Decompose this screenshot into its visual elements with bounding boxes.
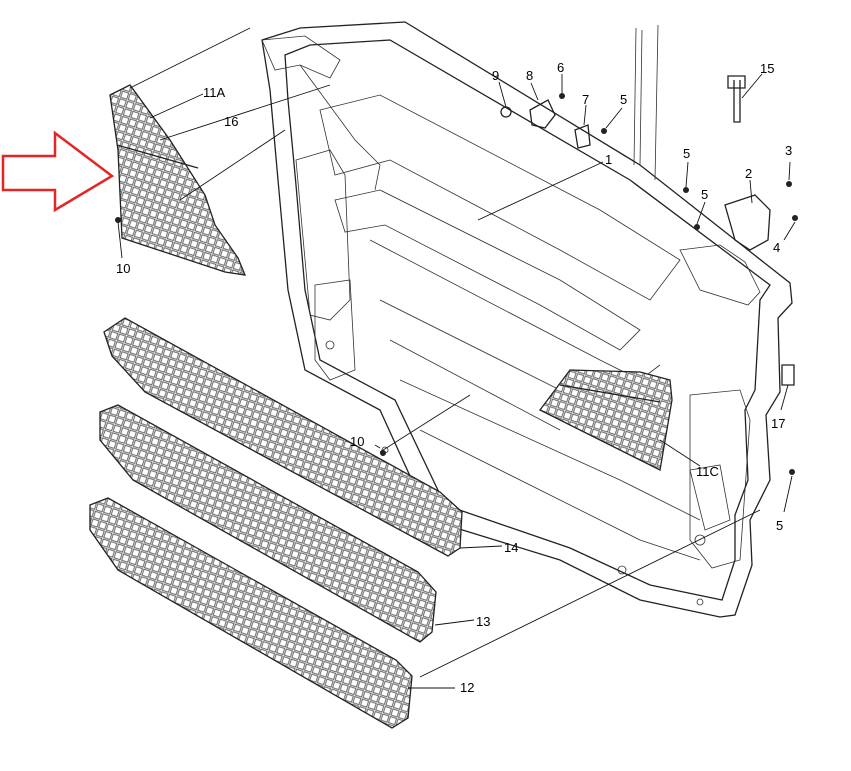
mesh-panel-11c <box>539 369 673 471</box>
hardware-fasteners <box>115 75 798 475</box>
callout-2: 2 <box>745 166 752 181</box>
callout-6: 6 <box>557 60 564 75</box>
callout-7: 7 <box>582 92 589 107</box>
callout-4: 4 <box>773 240 780 255</box>
callout-15: 15 <box>760 61 774 76</box>
pointer-arrow <box>1 130 115 213</box>
callout-16: 16 <box>224 114 238 129</box>
callout-8: 8 <box>526 68 533 83</box>
mesh-panel-11a <box>109 84 247 276</box>
main-frame-part <box>261 21 793 618</box>
callout-11c: 11C <box>696 464 719 479</box>
callout-12: 12 <box>460 680 474 695</box>
leader-lines <box>117 27 796 689</box>
callout-11a: 11A <box>203 85 225 100</box>
grille-panel-12 <box>89 497 413 729</box>
callout-1: 1 <box>605 152 612 167</box>
callout-10: 10 <box>350 434 364 449</box>
callout-5: 5 <box>683 146 690 161</box>
callout-9: 9 <box>492 68 499 83</box>
callout-labels: 11A 16 10 9 8 6 7 5 1 15 5 2 3 5 4 17 10… <box>116 60 792 695</box>
callout-14: 14 <box>504 540 518 555</box>
callout-13: 13 <box>476 614 490 629</box>
callout-5: 5 <box>701 187 708 202</box>
callout-10: 10 <box>116 261 130 276</box>
callout-5: 5 <box>620 92 627 107</box>
callout-3: 3 <box>785 143 792 158</box>
grille-panel-13 <box>99 404 437 643</box>
callout-5: 5 <box>776 518 783 533</box>
callout-17: 17 <box>771 416 785 431</box>
